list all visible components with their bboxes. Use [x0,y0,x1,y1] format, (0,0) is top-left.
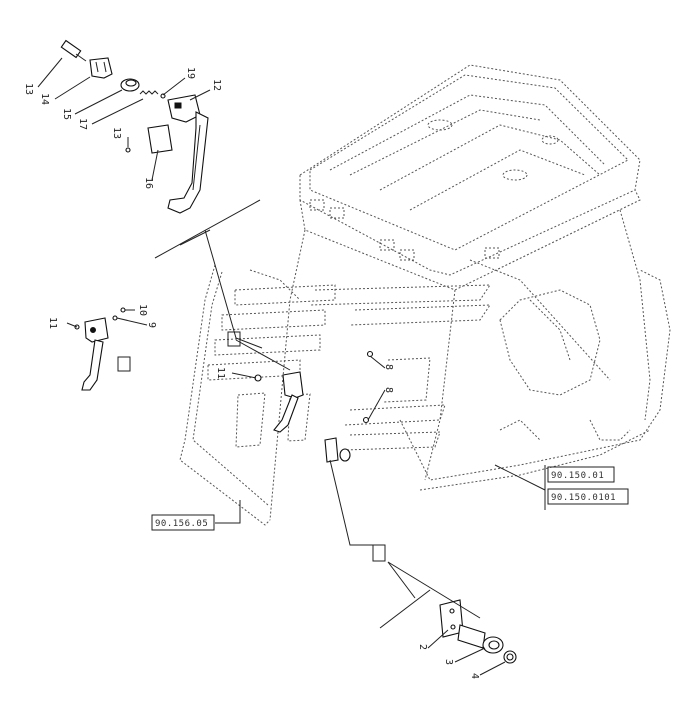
reference-box-right-top[interactable] [547,466,615,483]
callout-3: 3 [443,659,454,665]
callout-8-bottom: 8 [383,387,394,393]
callout-14: 14 [39,93,50,105]
callout-8-top: 8 [383,364,394,370]
callout-13-mid: 13 [111,127,122,139]
callout-4: 4 [469,673,480,679]
callout-2: 2 [417,644,428,650]
cab-roof [299,64,641,291]
callout-19: 19 [185,67,196,79]
callout-15: 15 [61,108,72,120]
reference-left-text: 90.156.05 [155,519,208,529]
callout-11-mid: 11 [215,367,226,379]
cab-body [179,209,671,526]
callout-11-left: 11 [47,317,58,329]
group-boxes [117,331,386,562]
callout-16: 16 [143,177,154,189]
hinge-assembly [439,599,517,664]
callout-10: 10 [137,304,148,316]
group-box-c [372,544,386,562]
callout-13-top: 13 [23,83,34,95]
leader-lines [37,57,546,676]
callout-9: 9 [146,322,157,328]
reference-box-left[interactable] [151,514,215,531]
group-box-a [227,331,241,347]
reference-boxes: 90.156.05 90.150.01 90.150.0101 [151,465,629,531]
callout-12: 12 [211,79,222,91]
callout-labels: 13 14 15 17 19 12 13 16 10 9 11 11 8 8 2… [23,67,480,679]
group-box-b [117,356,131,372]
mid-handle-assembly [74,307,126,391]
callout-17: 17 [77,118,88,130]
installed-handle [254,350,374,463]
reference-right-top-text: 90.150.01 [551,471,604,481]
upper-handle-assembly [60,39,209,214]
reference-box-right-bottom[interactable] [547,488,629,505]
reference-right-bottom-text: 90.150.0101 [551,493,616,503]
door-grille [207,284,491,451]
